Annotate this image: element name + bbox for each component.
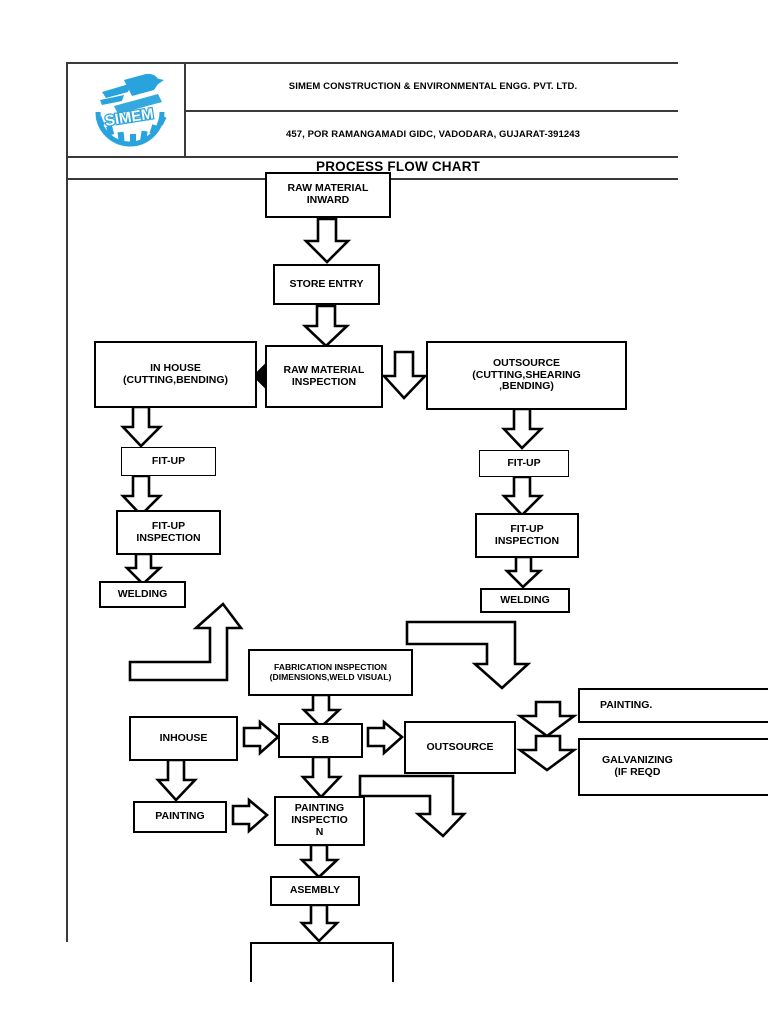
arrow-painting-inspection-to-asembly [298, 843, 341, 879]
node-sb[interactable]: S.B [278, 723, 363, 758]
arrow-outsource-elbow-down [358, 770, 468, 838]
node-fitup-insp-left-line1: FIT-UP [151, 519, 186, 532]
header-table-bottom-border [66, 156, 678, 158]
node-welding-right[interactable]: WELDING [480, 588, 570, 613]
node-fitup-inspection-left[interactable]: FIT-UP INSPECTION [116, 510, 221, 555]
node-painting-right-label: PAINTING. [600, 698, 653, 711]
node-outsource-cutting-shearing-bending[interactable]: OUTSOURCE (CUTTING,SHEARING ,BENDING) [426, 341, 627, 410]
node-fitup-inspection-right[interactable]: FIT-UP INSPECTION [475, 513, 579, 558]
node-fitup-insp-left-line2: INSPECTION [136, 531, 201, 544]
node-painting-label: PAINTING [155, 810, 205, 823]
arrow-in-house-to-fitup [119, 405, 164, 448]
node-painting-insp-line2: INSPECTIO [291, 814, 348, 827]
node-outsource-cut-line1: OUTSOURCE [492, 356, 561, 369]
company-address: 457, POR RAMANGAMADI GIDC, VADODARA, GUJ… [285, 128, 581, 140]
arrow-fitup-to-fitup-inspection-left [119, 474, 164, 517]
node-in-house-line2: (CUTTING,BENDING) [123, 373, 228, 386]
arrow-fitup-to-fitup-inspection-right [500, 475, 545, 517]
header-table-left-border [66, 62, 68, 942]
arrow-sb-to-outsource [362, 719, 404, 764]
node-outsource-cut-line3: ,BENDING) [499, 380, 554, 393]
arrow-welding-left-loop-to-fabrication [128, 602, 244, 682]
svg-text:SIMEM: SIMEM [104, 105, 155, 129]
node-raw-material-inspection[interactable]: RAW MATERIAL INSPECTION [265, 345, 383, 408]
node-painting-insp-line3: N [315, 825, 324, 838]
arrow-inhouse-to-sb [238, 719, 280, 764]
node-fitup-left-label: FIT-UP [151, 454, 186, 467]
node-asembly[interactable]: ASEMBLY [270, 876, 360, 906]
node-painting-insp-line1: PAINTING [294, 802, 345, 815]
node-store-entry-label: STORE ENTRY [289, 277, 364, 290]
arrow-outsource-to-painting-right [516, 700, 578, 738]
node-raw-material-inward-line2: INWARD [306, 194, 350, 206]
node-fitup-right[interactable]: FIT-UP [479, 450, 569, 477]
node-painting-right[interactable]: PAINTING. [578, 688, 768, 723]
node-fitup-insp-right-line1: FIT-UP [510, 522, 544, 535]
arrow-inspection-to-outsource [381, 350, 429, 400]
node-inhouse-label: INHOUSE [159, 731, 208, 744]
node-raw-material-inward[interactable]: RAW MATERIAL INWARD [265, 172, 391, 218]
arrow-outsource-to-galvanizing [516, 734, 578, 772]
node-rm-inspection-line1: RAW MATERIAL [283, 363, 365, 376]
arrow-fitup-inspection-to-welding-right [503, 555, 544, 589]
node-galvanizing-line1: GALVANIZING [602, 754, 673, 767]
node-fab-insp-line2: (DIMENSIONS,WELD VISUAL) [269, 671, 392, 682]
node-raw-material-inward-line1: RAW MATERIAL [287, 182, 369, 195]
node-fitup-insp-right-line2: INSPECTION [494, 534, 560, 547]
node-fitup-right-label: FIT-UP [507, 456, 541, 469]
node-fabrication-inspection[interactable]: FABRICATION INSPECTION (DIMENSIONS,WELD … [248, 649, 413, 696]
node-in-house-line1: IN HOUSE [150, 361, 201, 374]
simem-logo: SIMEM [82, 68, 178, 152]
page-title: PROCESS FLOW CHART [316, 159, 481, 174]
header-table-logo-divider [184, 62, 186, 157]
node-asembly-label: ASEMBLY [289, 884, 341, 897]
node-sb-label: S.B [311, 733, 330, 746]
node-inhouse[interactable]: INHOUSE [129, 716, 238, 761]
arrow-store-to-inspection [301, 304, 351, 348]
node-galvanizing[interactable]: GALVANIZING (IF REQD [578, 738, 768, 796]
header-table-top-border [66, 62, 678, 64]
arrow-inward-to-store [302, 217, 352, 264]
node-welding-left[interactable]: WELDING [99, 581, 186, 608]
node-fitup-left[interactable]: FIT-UP [121, 447, 216, 476]
arrow-sb-to-painting-inspection [300, 755, 344, 799]
node-outsource[interactable]: OUTSOURCE [404, 721, 516, 774]
company-name: SIMEM CONSTRUCTION & ENVIRONMENTAL ENGG.… [288, 81, 578, 92]
node-rm-inspection-line2: INSPECTION [291, 375, 357, 388]
arrow-outsource-to-fitup-right [500, 407, 545, 450]
node-painting-inspection[interactable]: PAINTING INSPECTIO N [274, 796, 365, 846]
node-welding-right-label: WELDING [500, 593, 550, 606]
node-outsource-label: OUTSOURCE [426, 740, 494, 753]
node-bottom-clipped[interactable] [250, 942, 394, 982]
node-painting[interactable]: PAINTING [133, 801, 227, 833]
node-outsource-cut-line2: (CUTTING,SHEARING [472, 368, 581, 381]
arrow-welding-right-elbow-down [405, 612, 535, 690]
arrow-painting-to-painting-inspection [227, 797, 269, 842]
node-in-house-cutting-bending[interactable]: IN HOUSE (CUTTING,BENDING) [94, 341, 257, 408]
arrow-fabrication-to-sb [300, 693, 343, 729]
arrow-inhouse-to-painting [155, 758, 199, 802]
arrow-fitup-inspection-to-welding-left [123, 552, 164, 586]
header-table-mid-border [184, 110, 678, 112]
arrow-asembly-to-next [298, 903, 341, 943]
node-fab-insp-line1: FABRICATION INSPECTION [274, 661, 387, 672]
node-welding-left-label: WELDING [117, 587, 168, 600]
node-store-entry[interactable]: STORE ENTRY [273, 264, 380, 305]
node-galvanizing-line2: (IF REQD [614, 766, 661, 778]
